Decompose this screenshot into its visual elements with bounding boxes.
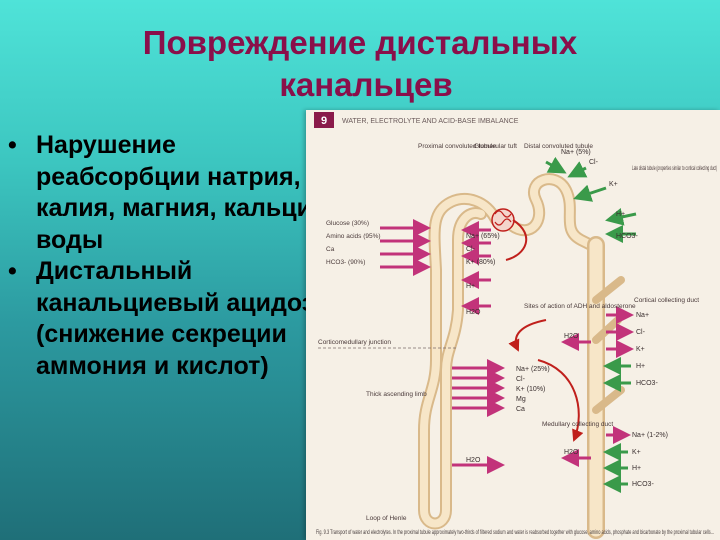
thick-ion-label: Cl-	[516, 376, 526, 383]
proximal-ion-label: K+ (80%)	[466, 259, 495, 266]
glomerular-label: Glomerular tuft	[474, 143, 517, 150]
adh-sites-label: Sites of action of ADH and aldosterone	[524, 303, 636, 310]
distal-label: Distal convoluted tubule	[524, 143, 593, 150]
right-cortical-ion: Na+	[636, 312, 649, 319]
nephron-diagram: 9 WATER, ELECTROLYTE AND ACID-BASE IMBAL…	[306, 110, 720, 540]
tubule-lumen	[424, 199, 496, 523]
corticomedullary-label: Corticomedullary junction	[318, 339, 391, 346]
bullet-marker: •	[8, 256, 17, 288]
thick-ion-label: Mg	[516, 396, 526, 403]
thick-ion-label: Ca	[516, 406, 525, 413]
distal-ion-label: Cl-	[589, 159, 599, 166]
bullet-text: Дистальный канальциевый ацидоз (снижение…	[36, 257, 314, 380]
water-label: H2O	[564, 449, 579, 456]
left-ion-label: Amino acids (95%)	[326, 233, 381, 240]
slide-title: Повреждение дистальных канальцев	[0, 22, 720, 106]
right-lower-green-arrows	[606, 452, 628, 484]
proximal-ion-label: Na+ (65%)	[466, 233, 500, 240]
left-arrows	[380, 228, 428, 267]
water-label: H2O	[466, 309, 481, 316]
late-distal-label: Late distal tubule (properties similar t…	[632, 165, 717, 172]
proximal-ion-label: Cl-	[466, 246, 476, 253]
bullet-item: • Дистальный канальциевый ацидоз (снижен…	[8, 256, 338, 382]
right-cortical-ion: H+	[636, 363, 645, 370]
medullary-cd-label: Medullary collecting duct	[542, 421, 613, 428]
bullet-item: • Нарушение реабсорбции натрия, калия, м…	[8, 130, 338, 256]
right-lower-ion: Na+ (1-2%)	[632, 432, 668, 439]
adh-arrow-upper	[516, 320, 546, 350]
right-upper-ion: H+	[616, 211, 625, 218]
bullet-marker: •	[8, 130, 17, 162]
right-cortical-ion: Cl-	[636, 329, 646, 336]
figure-caption: Fig. 9.3 Transport of water and electrol…	[316, 530, 714, 536]
thick-ion-label: Na+ (25%)	[516, 366, 550, 373]
water-label: H2O	[564, 333, 579, 340]
nephron-figure: 9 WATER, ELECTROLYTE AND ACID-BASE IMBAL…	[306, 110, 720, 540]
thick-ion-label: K+ (10%)	[516, 386, 545, 393]
bullet-text: Нарушение реабсорбции натрия, калия, маг…	[36, 131, 334, 254]
figure-header: WATER, ELECTROLYTE AND ACID-BASE IMBALAN…	[342, 118, 519, 125]
right-lower-ion: H+	[632, 465, 641, 472]
chapter-number: 9	[321, 115, 327, 127]
left-ion-label: HCO3- (90%)	[326, 259, 365, 266]
proximal-arrows	[464, 230, 491, 306]
left-ion-label: Glucose (30%)	[326, 220, 369, 227]
thick-limb-label: Thick ascending limb	[366, 391, 427, 398]
loop-label: Loop of Henle	[366, 515, 407, 522]
right-lower-ion: K+	[632, 449, 641, 456]
right-cortical-green-arrows	[606, 366, 631, 383]
right-lower-ion: HCO3-	[632, 481, 654, 488]
right-cortical-ion: HCO3-	[636, 380, 658, 387]
cortical-cd-label: Cortical collecting duct	[634, 297, 699, 304]
title-line-1: Повреждение дистальных	[143, 24, 578, 61]
proximal-ion-label: H+	[466, 283, 475, 290]
right-cortical-ion: K+	[636, 346, 645, 353]
thick-limb-arrows	[452, 368, 502, 465]
glomerulus	[492, 209, 514, 231]
title-line-2: канальцев	[0, 64, 720, 106]
bullet-list: • Нарушение реабсорбции натрия, калия, м…	[8, 130, 338, 382]
right-upper-ion: HCO3-	[616, 233, 638, 240]
left-ion-label: Ca	[326, 246, 335, 253]
distal-ion-label: K+	[609, 181, 618, 188]
water-label: H2O	[466, 457, 481, 464]
distal-ion-label: Na+ (5%)	[561, 149, 591, 156]
